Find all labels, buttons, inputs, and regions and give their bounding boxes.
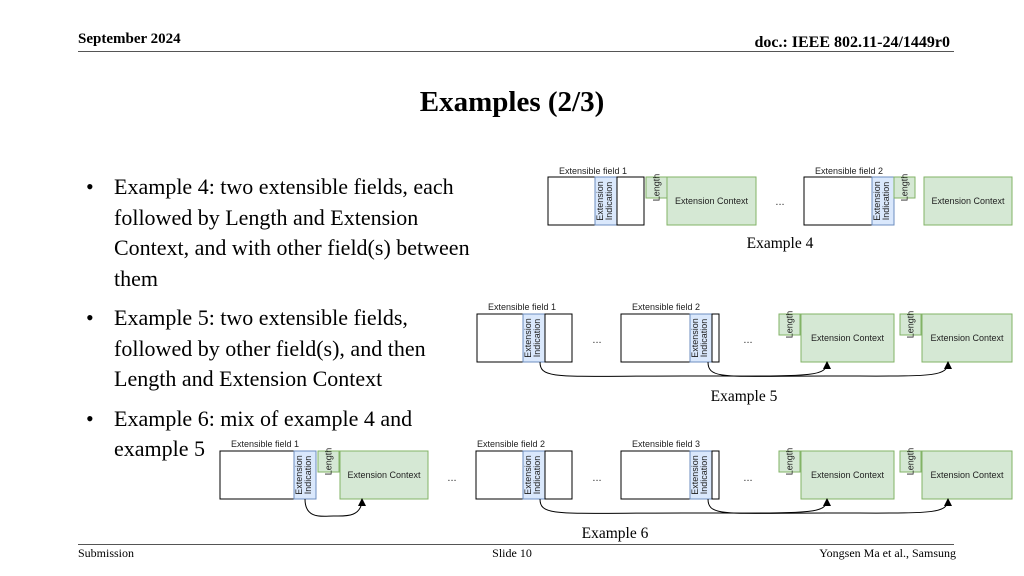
extension-indication-text: Indication [303, 456, 313, 495]
bullet-dot: • [86, 305, 94, 330]
extensible-field-label: Extensible field 2 [815, 166, 883, 176]
example-caption: Example 5 [711, 388, 778, 405]
extension-context-box [666, 176, 757, 226]
bullet-item-example5: • Example 5: two extensible fields, follo… [86, 303, 486, 395]
bullet-text: Example 6: mix of example 4 and example … [114, 405, 413, 462]
bullet-text: Example 5: two extensible fields, follow… [114, 305, 426, 391]
extension-context-box [923, 176, 1013, 226]
example-caption: Example 4 [747, 235, 814, 252]
header-date: September 2024 [78, 31, 181, 47]
extensible-field-label: Extensible field 1 [231, 439, 299, 449]
length-box [899, 450, 922, 473]
length-text: Length [906, 448, 916, 476]
extension-context-box [921, 450, 1013, 500]
slide-title: Examples (2/3) [419, 86, 605, 118]
extensible-field-label: Extensible field 2 [632, 302, 700, 312]
extension-context-text: Extension Context [930, 470, 1004, 480]
extension-indication-text: Extension [690, 318, 700, 358]
bullet-dot: • [86, 174, 94, 199]
extension-indication-text: Extension [690, 455, 700, 495]
length-box [778, 450, 801, 473]
extension-indication-text: Indication [532, 319, 542, 358]
bullet-item-example4: • Example 4: two extensible fields, each … [86, 172, 486, 294]
bullet-dot: • [86, 405, 94, 431]
extension-indication-text: Indication [604, 182, 614, 221]
extension-indication-text: Extension [595, 181, 605, 221]
extensible-field-box [803, 176, 873, 226]
extension-context-text: Extension Context [930, 333, 1004, 343]
ellipsis-text: ... [592, 334, 601, 346]
length-text: Length [906, 311, 916, 339]
extension-indication-text: Extension [523, 318, 533, 358]
length-box [317, 450, 340, 473]
extensible-field-box [547, 176, 596, 226]
extensible-field-box [620, 450, 691, 500]
length-text: Length [900, 174, 910, 202]
extension-context-box [921, 313, 1013, 363]
length-text: Length [324, 448, 334, 476]
example-caption: Example 6 [582, 525, 649, 542]
extension-indication-text: Indication [699, 319, 709, 358]
extensible-field-box [711, 450, 720, 500]
extension-context-text: Extension Context [675, 196, 749, 206]
extension-indication-text: Extension [872, 181, 882, 221]
extensible-field-label: Extensible field 2 [477, 439, 545, 449]
arrow-connector [539, 498, 831, 514]
length-text: Length [785, 311, 795, 339]
bullet-item-example6: • Example 6: mix of example 4 and example… [86, 404, 486, 465]
extensible-field-box [475, 450, 524, 500]
arrow-connector [707, 498, 952, 514]
extensible-field-box [620, 313, 691, 363]
extensible-field-label: Extensible field 1 [559, 166, 627, 176]
extension-context-text: Extension Context [811, 333, 885, 343]
extensible-field-label: Extensible field 1 [488, 302, 556, 312]
extensible-field-box [544, 450, 573, 500]
ellipsis-text: ... [592, 472, 601, 484]
extensible-field-box [711, 313, 720, 363]
extension-context-text: Extension Context [811, 470, 885, 480]
extension-indication-text: Indication [699, 456, 709, 495]
extension-context-box [339, 450, 429, 500]
extensible-field-box [219, 450, 295, 500]
extensible-field-box [544, 313, 573, 363]
bullet-list: • Example 4: two extensible fields, each … [86, 172, 486, 474]
header-divider [78, 51, 954, 52]
length-box [899, 313, 922, 336]
extension-context-box [800, 313, 895, 363]
extension-indication-text: Extension [294, 455, 304, 495]
header-doc-id: doc.: IEEE 802.11-24/1449r0 [754, 34, 950, 51]
extension-context-text: Extension Context [931, 196, 1005, 206]
arrow-connector [304, 498, 366, 517]
extension-context-text: Extension Context [347, 470, 421, 480]
extension-indication-text: Extension [523, 455, 533, 495]
footer-slide-number: Slide 10 [492, 546, 532, 560]
ellipsis-text: ... [743, 334, 752, 346]
arrow-connector [707, 361, 952, 377]
extension-context-box [800, 450, 895, 500]
extensible-field-box [616, 176, 645, 226]
extension-indication-text: Indication [881, 182, 891, 221]
extensible-field-label: Extensible field 3 [632, 439, 700, 449]
arrow-connector [539, 361, 831, 377]
length-box [778, 313, 801, 336]
extensible-field-box [476, 313, 524, 363]
extension-indication-box [871, 176, 895, 226]
ellipsis-text: ... [447, 472, 456, 484]
ellipsis-text: ... [775, 196, 784, 208]
length-text: Length [785, 448, 795, 476]
footer-divider [78, 544, 954, 545]
ellipsis-text: ... [743, 472, 752, 484]
length-text: Length [652, 174, 662, 202]
footer-author: Yongsen Ma et al., Samsung [819, 546, 956, 560]
length-box [893, 176, 916, 199]
extension-indication-text: Indication [532, 456, 542, 495]
bullet-text: Example 4: two extensible fields, each f… [114, 174, 470, 291]
footer-submission: Submission [78, 546, 135, 560]
